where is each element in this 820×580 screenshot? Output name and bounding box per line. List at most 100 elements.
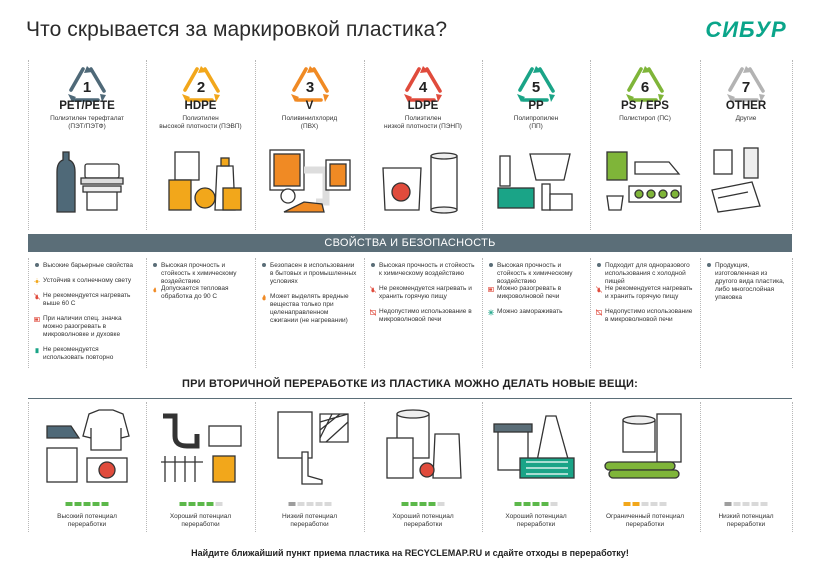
recycling-potential-meter bbox=[401, 502, 445, 506]
recycle-triangle-icon: 1 bbox=[68, 66, 106, 102]
dot-icon bbox=[488, 262, 494, 286]
resin-code-badge: 6 bbox=[622, 64, 668, 106]
recycling-potential-meter bbox=[623, 502, 667, 506]
properties-column-3: Безопасен в использовании в бытовых и пр… bbox=[255, 258, 364, 368]
resin-name: Поливинилхлорид(ПВХ) bbox=[255, 115, 364, 131]
property-item: Не рекомендуется нагревать выше 60 С bbox=[34, 292, 140, 308]
recycling-potential-meter bbox=[65, 502, 109, 506]
no-microwave-icon bbox=[370, 308, 376, 324]
column-divider bbox=[364, 60, 365, 230]
column-divider bbox=[146, 60, 147, 230]
property-item: Продукция, изготовленная из другого вида… bbox=[706, 262, 786, 302]
meter-segment bbox=[623, 502, 631, 506]
recycling-label-line1: Высокий потенциал bbox=[57, 513, 117, 520]
column-divider bbox=[255, 258, 256, 368]
property-text: Не рекомендуется использовать повторно bbox=[43, 346, 114, 361]
meter-segment bbox=[65, 502, 73, 506]
recyclemap-link[interactable]: RECYCLEMAP.RU bbox=[404, 548, 483, 558]
recycle-triangle-icon: 4 bbox=[404, 66, 442, 102]
resin-name-line2: (ПЭТ/ПЭТФ) bbox=[68, 123, 106, 130]
meter-segment bbox=[523, 502, 531, 506]
meter-segment bbox=[83, 502, 91, 506]
meter-segment bbox=[315, 502, 322, 506]
recycle-title: ПРИ ВТОРИЧНОЙ ПЕРЕРАБОТКЕ ИЗ ПЛАСТИКА МО… bbox=[182, 378, 638, 390]
meter-segment bbox=[401, 502, 409, 506]
properties-column-4: Высокая прочность и стойкость к химическ… bbox=[364, 258, 482, 368]
property-item: Безопасен в использовании в бытовых и пр… bbox=[261, 262, 358, 286]
recycling-label-line1: Ограниченный потенциал bbox=[605, 513, 685, 520]
property-text: Не рекомендуется нагревать и хранить гор… bbox=[605, 285, 693, 300]
property-item: Допускается тепловая обработка до 90 С bbox=[152, 285, 249, 301]
resin-name-line2: (ПП) bbox=[529, 123, 543, 130]
meter-segment bbox=[419, 502, 427, 506]
heat-icon bbox=[152, 285, 158, 301]
resin-number: 6 bbox=[641, 79, 649, 96]
resin-number: 5 bbox=[532, 79, 540, 96]
resin-name: Полиэтилен терефталат(ПЭТ/ПЭТФ) bbox=[28, 115, 146, 131]
column-divider bbox=[28, 258, 29, 368]
recycle-triangle-icon: 6 bbox=[626, 66, 664, 102]
recycling-label-line2: переработки bbox=[726, 521, 766, 528]
snow-icon bbox=[488, 308, 494, 316]
meter-segment bbox=[428, 502, 436, 506]
recycled-products-illustration bbox=[264, 406, 356, 488]
no-heat-icon bbox=[34, 292, 40, 308]
column-divider bbox=[482, 402, 483, 532]
dot-icon bbox=[706, 262, 712, 302]
recycling-label-line2: переработки bbox=[403, 521, 443, 528]
resin-number: 1 bbox=[83, 79, 91, 96]
recycled-products-illustration bbox=[377, 406, 469, 488]
column-divider bbox=[590, 402, 591, 532]
property-item: Не рекомендуется нагревать и хранить гор… bbox=[370, 285, 476, 301]
property-text: Безопасен в использовании в бытовых и пр… bbox=[270, 262, 357, 285]
column-divider bbox=[28, 402, 29, 532]
dot-icon bbox=[34, 262, 40, 270]
dot-icon bbox=[152, 262, 158, 286]
recycling-label-line1: Низкий потенциал bbox=[718, 513, 774, 520]
column-divider bbox=[792, 402, 793, 532]
property-text: Высокая прочность и стойкость к химическ… bbox=[379, 262, 475, 277]
meter-segment bbox=[188, 502, 195, 506]
recycling-potential-meter bbox=[288, 502, 331, 506]
sun-icon bbox=[34, 277, 40, 285]
column-divider bbox=[146, 258, 147, 368]
recycling-label-line2: переработки bbox=[67, 521, 107, 528]
resin-code: LDPE bbox=[407, 100, 439, 112]
meter-segment bbox=[650, 502, 658, 506]
recycling-potential-meter bbox=[514, 502, 558, 506]
meter-segment bbox=[550, 502, 558, 506]
microwave-icon bbox=[488, 285, 494, 301]
dot-icon bbox=[370, 262, 376, 278]
meter-segment bbox=[659, 502, 667, 506]
resin-number: 4 bbox=[419, 79, 428, 96]
recycled-products-illustration bbox=[599, 406, 691, 488]
property-item: Не рекомендуется использовать повторно bbox=[34, 346, 140, 362]
property-text: Высокая прочность и стойкость к химическ… bbox=[497, 262, 573, 285]
meter-segment bbox=[760, 502, 768, 506]
footer-text-before: Найдите ближайший пункт приема пластика … bbox=[191, 548, 405, 558]
recycling-label-line2: переработки bbox=[516, 521, 556, 528]
resin-code: HDPE bbox=[184, 100, 217, 112]
property-item: При наличии спец. значка можно разогрева… bbox=[34, 315, 140, 339]
meter-segment bbox=[742, 502, 750, 506]
property-item: Может выделять вредные вещества только п… bbox=[261, 293, 358, 325]
meter-segment bbox=[206, 502, 213, 506]
resin-code-badge: 1 bbox=[64, 64, 110, 106]
resin-number: 3 bbox=[305, 79, 313, 96]
product-illustration bbox=[377, 146, 469, 216]
property-item: Подходит для одноразового использования … bbox=[596, 262, 694, 286]
properties-band: СВОЙСТВА И БЕЗОПАСНОСТЬ bbox=[28, 234, 792, 252]
meter-segment bbox=[641, 502, 649, 506]
recycled-products-illustration bbox=[490, 406, 582, 488]
property-item: Недопустимо использование в микроволново… bbox=[596, 308, 694, 324]
meter-segment bbox=[179, 502, 186, 506]
footer-text-after: и сдайте отходы в переработку! bbox=[482, 548, 629, 558]
properties-column-2: Высокая прочность и стойкость к химическ… bbox=[146, 258, 255, 368]
sibur-logo: СИБУР bbox=[700, 17, 792, 42]
